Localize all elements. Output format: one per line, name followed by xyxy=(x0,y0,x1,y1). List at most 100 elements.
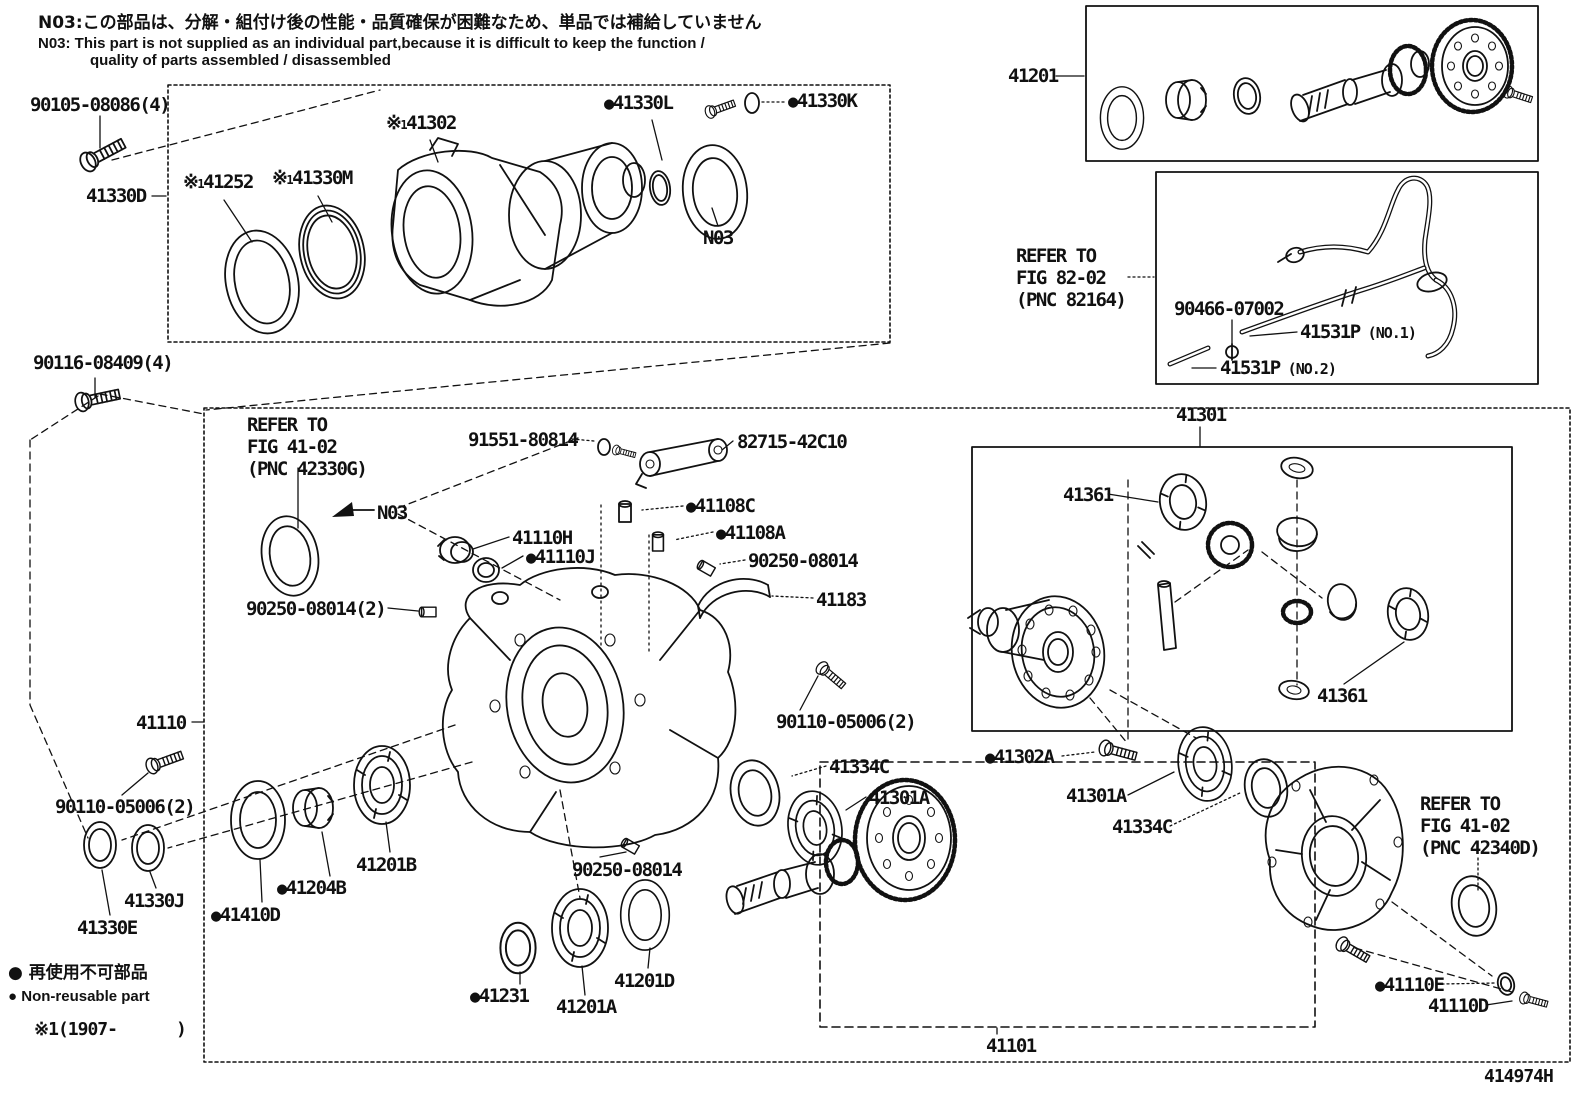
part-bracket-82715 xyxy=(635,438,728,489)
part-plug-41330K xyxy=(702,92,760,121)
note-en-line2: quality of parts assembled / disassemble… xyxy=(90,52,391,69)
part-label-41330J[interactable]: 41330J xyxy=(124,890,185,912)
part-seal-42330G xyxy=(260,515,320,597)
part-label-82715-42C10[interactable]: 82715-42C10 xyxy=(737,431,848,453)
non-reusable-bullet: ● xyxy=(470,987,480,1007)
note1-marker: ※ xyxy=(34,1019,49,1040)
box-companion-flange-kit xyxy=(167,84,891,343)
non-reusable-bullet: ● xyxy=(716,524,726,544)
part-plug-91551 xyxy=(597,438,638,461)
part-label-41330K[interactable]: ●41330K xyxy=(788,90,858,112)
part-label-41330E[interactable]: 41330E xyxy=(77,917,138,939)
part-label-41302A[interactable]: ●41302A xyxy=(985,746,1055,768)
part-label-41302[interactable]: ※141302 xyxy=(386,112,457,134)
part-carrier-housing-41110 xyxy=(441,567,737,849)
part-label-41252[interactable]: ※141252 xyxy=(183,171,254,193)
part-washer-41361-b xyxy=(1386,587,1430,641)
part-label-41330D[interactable]: 41330D xyxy=(86,185,147,207)
part-label-90110-05006-l[interactable]: 90110-05006(2) xyxy=(55,796,196,818)
part-label-90250-08014-2[interactable]: 90250-08014(2) xyxy=(246,598,387,620)
box-41201-gear-kit xyxy=(1085,5,1539,162)
part-seal-42340D xyxy=(1450,875,1498,937)
part-label-41334C-l[interactable]: 41334C xyxy=(829,756,890,778)
part-41201-kit xyxy=(1099,17,1535,150)
non-reusable-bullet: ● xyxy=(1375,976,1385,996)
part-flange-ring-n03 xyxy=(681,144,749,240)
part-label-90250-08014-b[interactable]: 90250-08014 xyxy=(572,859,683,881)
part-label-90105-08086[interactable]: 90105-08086(4) xyxy=(30,94,171,116)
non-reusable-bullet: ● xyxy=(211,906,221,926)
part-label-41301A-l[interactable]: 41301A xyxy=(869,787,930,809)
part-drum-41302 xyxy=(508,142,646,270)
part-label-41110D[interactable]: 41110D xyxy=(1428,995,1489,1017)
box-breather-hoses xyxy=(1155,171,1539,385)
part-rear-cover-42340D xyxy=(1264,765,1404,931)
legend-en: ● Non-reusable part xyxy=(8,988,150,1005)
part-label-41110H[interactable]: 41110H xyxy=(512,527,573,549)
construction-lines xyxy=(29,89,1513,993)
box-main-carrier-assy xyxy=(203,407,1571,1063)
part-ring-41252 xyxy=(224,229,300,335)
part-nut-41110H xyxy=(437,536,474,564)
non-reusable-bullet: ● xyxy=(788,92,798,112)
part-label-41301[interactable]: 41301 xyxy=(1176,404,1227,426)
note-jp: N03:この部品は、分解・組付け後の性能・品質確保が困難なため、単品では補給して… xyxy=(38,13,762,33)
n03-arrow-icon xyxy=(332,502,375,517)
part-label-41334C-r[interactable]: 41334C xyxy=(1112,816,1173,838)
part-ring-41330M xyxy=(298,204,366,300)
doc-number: 414974H xyxy=(1484,1066,1554,1087)
part-oring-41330L xyxy=(648,170,672,206)
note1-marker: ※ xyxy=(386,112,402,134)
part-clamp-90466 xyxy=(1225,343,1239,361)
part-label-41110E[interactable]: ●41110E xyxy=(1375,974,1445,996)
part-label-90116-08409[interactable]: 90116-08409(4) xyxy=(33,352,174,374)
non-reusable-bullet: ● xyxy=(686,497,696,517)
part-label-41301A-r[interactable]: 41301A xyxy=(1066,785,1127,807)
non-reusable-bullet: ● xyxy=(604,94,614,114)
non-reusable-bullet: ● xyxy=(277,879,287,899)
part-label-N03-b: N03 xyxy=(377,502,408,524)
note-en-line1: N03: This part is not supplied as an ind… xyxy=(38,35,705,52)
part-washer-41110E xyxy=(1496,972,1516,996)
part-label-41231[interactable]: ●41231 xyxy=(470,985,530,1007)
part-label-41330M[interactable]: ※141330M xyxy=(272,167,353,189)
part-label-41531P-2[interactable]: 41531P (NO.2) xyxy=(1220,357,1337,379)
part-label-41201[interactable]: 41201 xyxy=(1008,65,1059,87)
part-label-41361-b[interactable]: 41361 xyxy=(1317,685,1368,707)
part-label-41108C[interactable]: ●41108C xyxy=(686,495,756,517)
part-label-90250-08014-a[interactable]: 90250-08014 xyxy=(748,550,859,572)
part-label-41110[interactable]: 41110 xyxy=(136,712,187,734)
part-race-41334C-l xyxy=(729,759,781,827)
part-race-41334C-r xyxy=(1243,758,1289,818)
non-reusable-bullet-en: ● xyxy=(8,988,18,1005)
part-label-N03-a: N03 xyxy=(703,227,734,249)
part-label-41201D[interactable]: 41201D xyxy=(614,970,675,992)
part-label-91551-80814[interactable]: 91551-80814 xyxy=(468,429,579,451)
part-label-41108A[interactable]: ●41108A xyxy=(716,522,786,544)
part-label-90110-05006-c[interactable]: 90110-05006(2) xyxy=(776,711,917,733)
part-label-41201A[interactable]: 41201A xyxy=(556,996,617,1018)
part-hose-41531P-no1 xyxy=(1277,175,1458,359)
part-label-41361-a[interactable]: 41361 xyxy=(1063,484,1114,506)
part-label-41110J[interactable]: ●41110J xyxy=(526,546,596,568)
part-label-41201B[interactable]: 41201B xyxy=(356,854,417,876)
leader-lines xyxy=(94,75,1513,1035)
note1-marker: ※ xyxy=(272,167,288,189)
part-label-41531P-1[interactable]: 41531P (NO.1) xyxy=(1300,321,1417,343)
part-ring-gear xyxy=(852,777,958,903)
part-hose-41531P-no2 xyxy=(1167,265,1427,367)
part-label-41410D[interactable]: ●41410D xyxy=(211,904,281,926)
non-reusable-bullet: ● xyxy=(985,748,995,768)
part-label-90466-07002[interactable]: 90466-07002 xyxy=(1174,298,1285,320)
part-washer-41361-a xyxy=(1158,473,1208,531)
part-label-41330L[interactable]: ●41330L xyxy=(604,92,674,114)
part-label-41101[interactable]: 41101 xyxy=(986,1035,1037,1057)
part-label-41183[interactable]: 41183 xyxy=(816,589,867,611)
part-label-41204B[interactable]: ●41204B xyxy=(277,877,347,899)
